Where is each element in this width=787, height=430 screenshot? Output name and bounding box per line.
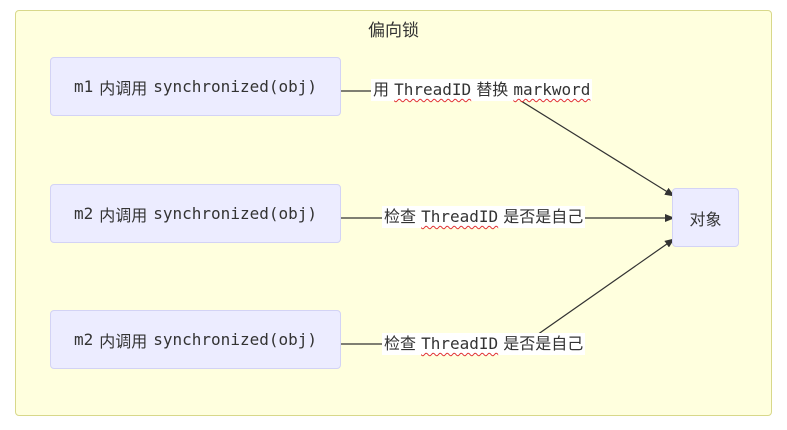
node-m1-mid: 内调用 [99,78,148,98]
node-m1-prefix: m1 [73,77,94,96]
edge3-tail: 是否是自己 [503,334,584,353]
edge1-pre: 用 [373,80,390,99]
node-object-label: 对象 [689,209,722,229]
edge-m2b-to-object [341,238,675,345]
edge-label-check-threadid: 检查 ThreadID 是否是自己 [382,206,586,228]
cluster-title: 偏向锁 [368,21,419,41]
node-m1-call: synchronized(obj) [153,77,318,96]
edge2-pre: 检查 [384,207,417,226]
node-m2b-synchronized: m2 内调用 synchronized(obj) [50,310,341,369]
edge3-pre: 检查 [384,334,417,353]
node-m2b-prefix: m2 [73,330,94,349]
edge-label-replace-markword: 用 ThreadID 替换 markword [371,79,593,101]
node-m2-mid: 内调用 [99,205,148,225]
edge1-code: ThreadID [394,80,472,99]
node-m2b-call: synchronized(obj) [153,330,318,349]
edge3-code: ThreadID [421,334,499,353]
node-m2b-mid: 内调用 [99,331,148,351]
edge-m1-to-object [341,90,675,197]
node-m2-call: synchronized(obj) [153,204,318,223]
node-object: 对象 [672,188,739,247]
edge1-tail: markword [513,80,591,99]
edge2-tail: 是否是自己 [503,207,584,226]
node-m2-synchronized: m2 内调用 synchronized(obj) [50,184,341,243]
edge2-code: ThreadID [421,207,499,226]
node-m2-prefix: m2 [73,204,94,223]
edge1-mid: 替换 [476,80,509,99]
edge-label-check-threadid-2: 检查 ThreadID 是否是自己 [382,333,586,355]
node-m1-synchronized: m1 内调用 synchronized(obj) [50,57,341,116]
